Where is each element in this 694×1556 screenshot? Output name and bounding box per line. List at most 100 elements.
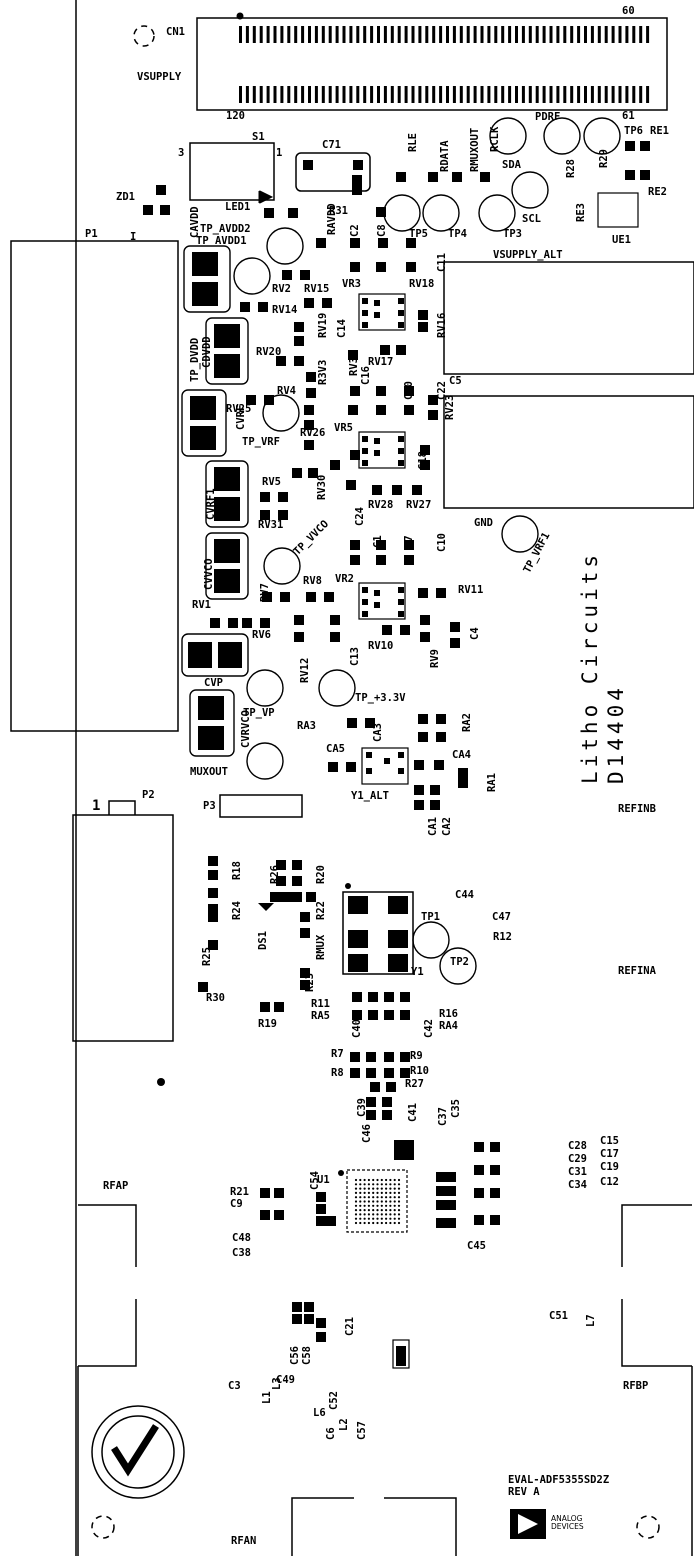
test-point [439, 947, 477, 985]
smd-pad [282, 892, 292, 902]
brand-line2: D14404 [604, 684, 628, 784]
ic-pad [398, 587, 404, 593]
smd-pad [376, 540, 386, 550]
label-c20: C20 [403, 381, 415, 400]
label-tp3: TP3 [503, 228, 522, 240]
bga-ball [359, 1213, 362, 1216]
bga-ball [376, 1204, 379, 1207]
label-rv31: RV31 [258, 519, 284, 531]
smd-pad [366, 1068, 376, 1078]
smd-pad [420, 445, 430, 455]
cn1-pin [239, 26, 242, 43]
cn1-pin [239, 86, 242, 103]
jumper-pad [218, 642, 242, 668]
smd-pad [420, 632, 430, 642]
smd-pad [300, 980, 310, 990]
jumper-pad [214, 497, 240, 521]
cn1-pin [549, 86, 553, 103]
cn1-pin [321, 86, 325, 103]
test-point [246, 742, 284, 780]
smd-pad [376, 386, 386, 396]
test-point [543, 117, 581, 155]
jumper-pad [214, 539, 240, 563]
smd-pad [396, 172, 406, 182]
smd-pad [446, 1186, 456, 1196]
smd-pad [366, 1110, 376, 1120]
cn1-pin [480, 26, 484, 43]
smd-pad [430, 800, 440, 810]
bga-ball [380, 1191, 383, 1194]
cn1-pin [252, 26, 256, 43]
cn1-pin [377, 86, 380, 103]
jumper-pad [214, 324, 240, 348]
mounting-hole [133, 25, 155, 47]
label-r29: R29 [598, 149, 610, 168]
cn1-pin [577, 86, 581, 103]
smd-pad [458, 778, 468, 788]
smd-pad [292, 468, 302, 478]
cn1-pin [370, 26, 374, 43]
label-r16: R16 [439, 1008, 458, 1020]
label-zd1: ZD1 [116, 191, 135, 203]
label-r12: R12 [493, 931, 512, 943]
smd-pad [316, 1318, 326, 1328]
smd-pad [384, 992, 394, 1002]
test-point [233, 257, 271, 295]
bga-ball [372, 1187, 375, 1190]
cn1-pin [266, 26, 270, 43]
smd-pad [292, 1302, 302, 1312]
cn1-pin [383, 26, 387, 43]
smd-pad [436, 588, 446, 598]
bga-ball [376, 1187, 379, 1190]
smd-pad [304, 405, 314, 415]
bga-ball [354, 1187, 358, 1190]
smd-pad [346, 480, 356, 490]
smd-pad [246, 395, 256, 405]
ic-pad [398, 460, 404, 466]
analog-devices-text: ANALOG DEVICES [551, 1514, 584, 1531]
cn1-pin [625, 86, 629, 103]
jumper-pad [214, 467, 240, 491]
label-cvrf: CVRF [235, 404, 247, 430]
bga-ball [354, 1217, 358, 1220]
label-c17: C17 [600, 1148, 619, 1160]
cn1-pin [439, 86, 443, 103]
smd-pad [300, 968, 310, 978]
cn1-pin [508, 86, 512, 103]
label-c29: C29 [568, 1153, 587, 1165]
ic-ue1 [597, 192, 639, 228]
ic-pad [362, 587, 368, 593]
smd-pad [384, 1068, 394, 1078]
cn1-pin [646, 86, 650, 103]
cn1-pin [501, 86, 505, 103]
label-c38: C38 [232, 1247, 251, 1259]
smd-pad [490, 1142, 500, 1152]
cn1-pin [618, 26, 622, 43]
bga-ball [359, 1204, 362, 1207]
bga-ball [359, 1191, 362, 1194]
smd-pad [352, 1010, 362, 1020]
test-point [501, 515, 539, 553]
label-cvvco: CVVCO [203, 558, 215, 590]
cn1-pin [370, 86, 374, 103]
smd-pad [382, 625, 392, 635]
label-gnd: GND [474, 517, 493, 529]
analog-devices-logo [510, 1509, 546, 1539]
bga-ball [389, 1178, 392, 1182]
bga-ball [385, 1209, 388, 1212]
label-refinb: REFINB [618, 803, 656, 815]
p3-connector-outline [219, 794, 303, 818]
cn1-pin [577, 26, 581, 43]
smd-pad [278, 492, 288, 502]
bga-ball [380, 1183, 383, 1186]
cn1-pin [335, 86, 339, 103]
cn1-pin [446, 86, 449, 103]
smd-pad [274, 1002, 284, 1012]
cn1-pin [584, 26, 587, 43]
smd-pad [292, 860, 302, 870]
label-c44: C44 [455, 889, 474, 901]
label-rv28: RV28 [368, 499, 394, 511]
ic-pad [374, 450, 380, 456]
label-c49: C49 [276, 1374, 295, 1386]
smd-pad [436, 1186, 446, 1196]
